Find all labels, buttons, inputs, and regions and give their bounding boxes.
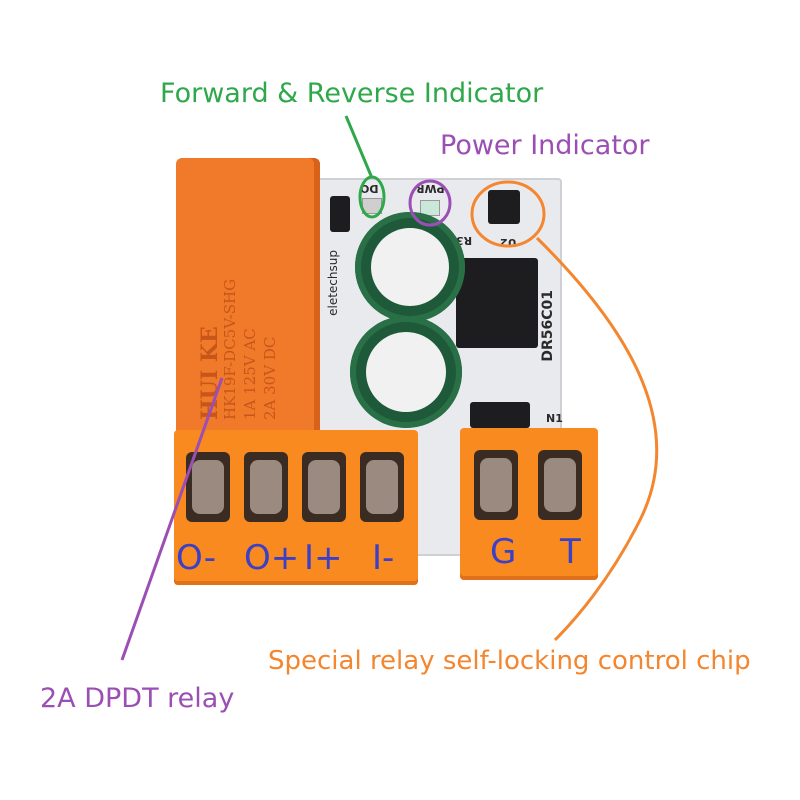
- pointer-chip: [535, 236, 659, 642]
- control-chip: [488, 190, 520, 224]
- terminal-block-left: [174, 430, 418, 585]
- pointer-relay: [120, 377, 224, 661]
- label-dpdt-relay: 2A DPDT relay: [40, 683, 235, 714]
- terminal-label-o-plus: O+: [244, 538, 300, 578]
- terminal-label-o-minus: O-: [176, 538, 216, 578]
- label-power-indicator: Power Indicator: [440, 130, 650, 161]
- capacitor: [355, 212, 465, 322]
- relay: [176, 158, 320, 443]
- circle-power: [408, 179, 452, 227]
- terminal-block-right: [460, 428, 598, 580]
- pointer-forward-reverse: [344, 115, 374, 179]
- capacitor: [350, 316, 462, 428]
- circle-forward-reverse: [358, 175, 386, 219]
- terminal-label-i-minus: I-: [372, 538, 395, 578]
- terminal-label-i-plus: I+: [304, 538, 343, 578]
- circle-chip: [470, 180, 546, 248]
- label-forward-reverse-indicator: Forward & Reverse Indicator: [160, 78, 544, 109]
- diode: [330, 196, 350, 232]
- terminal-label-t: T: [560, 532, 581, 572]
- label-control-chip: Special relay self-locking control chip: [268, 646, 751, 676]
- terminal-label-g: G: [490, 532, 517, 572]
- transistor: [470, 402, 530, 428]
- mosfet: [456, 258, 538, 348]
- silk-n1: N1: [546, 412, 563, 425]
